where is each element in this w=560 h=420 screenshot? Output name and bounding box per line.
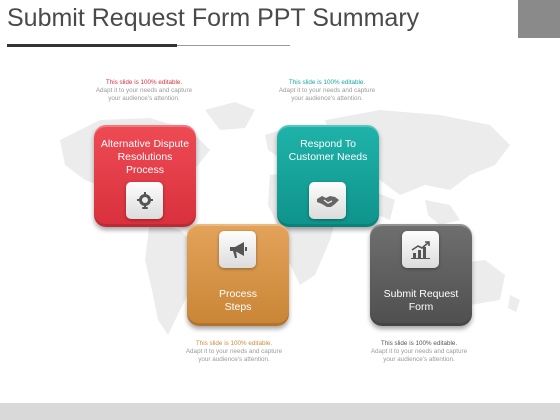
editable-note: This slide is 100% editable. Adapt it to…: [365, 340, 473, 364]
card-submit-request[interactable]: Submit Request Form: [370, 224, 472, 326]
note-first-line: This slide is 100% editable.: [380, 340, 458, 347]
editable-note: This slide is 100% editable. Adapt it to…: [180, 340, 288, 364]
card-label: Alternative Dispute Resolutions Process: [100, 138, 190, 176]
card-label: Submit Request Form: [383, 288, 459, 313]
editable-note: This slide is 100% editable. Adapt it to…: [273, 79, 381, 103]
note-body: Adapt it to your needs and capture your …: [185, 348, 283, 363]
editable-note: This slide is 100% editable. Adapt it to…: [90, 79, 198, 103]
note-body: Adapt it to your needs and capture your …: [370, 348, 468, 363]
card-alternative-dispute[interactable]: Alternative Dispute Resolutions Process: [94, 125, 196, 227]
note-first-line: This slide is 100% editable.: [105, 79, 183, 86]
note-first-line: This slide is 100% editable.: [288, 79, 366, 86]
lightbulb-gear-icon: [126, 182, 163, 219]
title-underline-dark: [7, 44, 177, 47]
card-respond-customer[interactable]: Respond To Customer Needs: [277, 125, 379, 227]
growth-chart-icon: [402, 231, 439, 268]
card-label: Respond To Customer Needs: [288, 138, 368, 163]
note-first-line: This slide is 100% editable.: [195, 340, 273, 347]
handshake-icon: [309, 182, 346, 219]
title-underline-light: [177, 45, 290, 46]
card-process-steps[interactable]: Process Steps: [187, 224, 289, 326]
note-body: Adapt it to your needs and capture your …: [278, 87, 376, 102]
corner-decoration: [518, 0, 560, 38]
note-body: Adapt it to your needs and capture your …: [95, 87, 193, 102]
card-label: Process Steps: [219, 288, 257, 313]
slide-title: Submit Request Form PPT Summary: [7, 4, 420, 32]
footer-bar: [0, 403, 560, 420]
megaphone-icon: [219, 231, 256, 268]
